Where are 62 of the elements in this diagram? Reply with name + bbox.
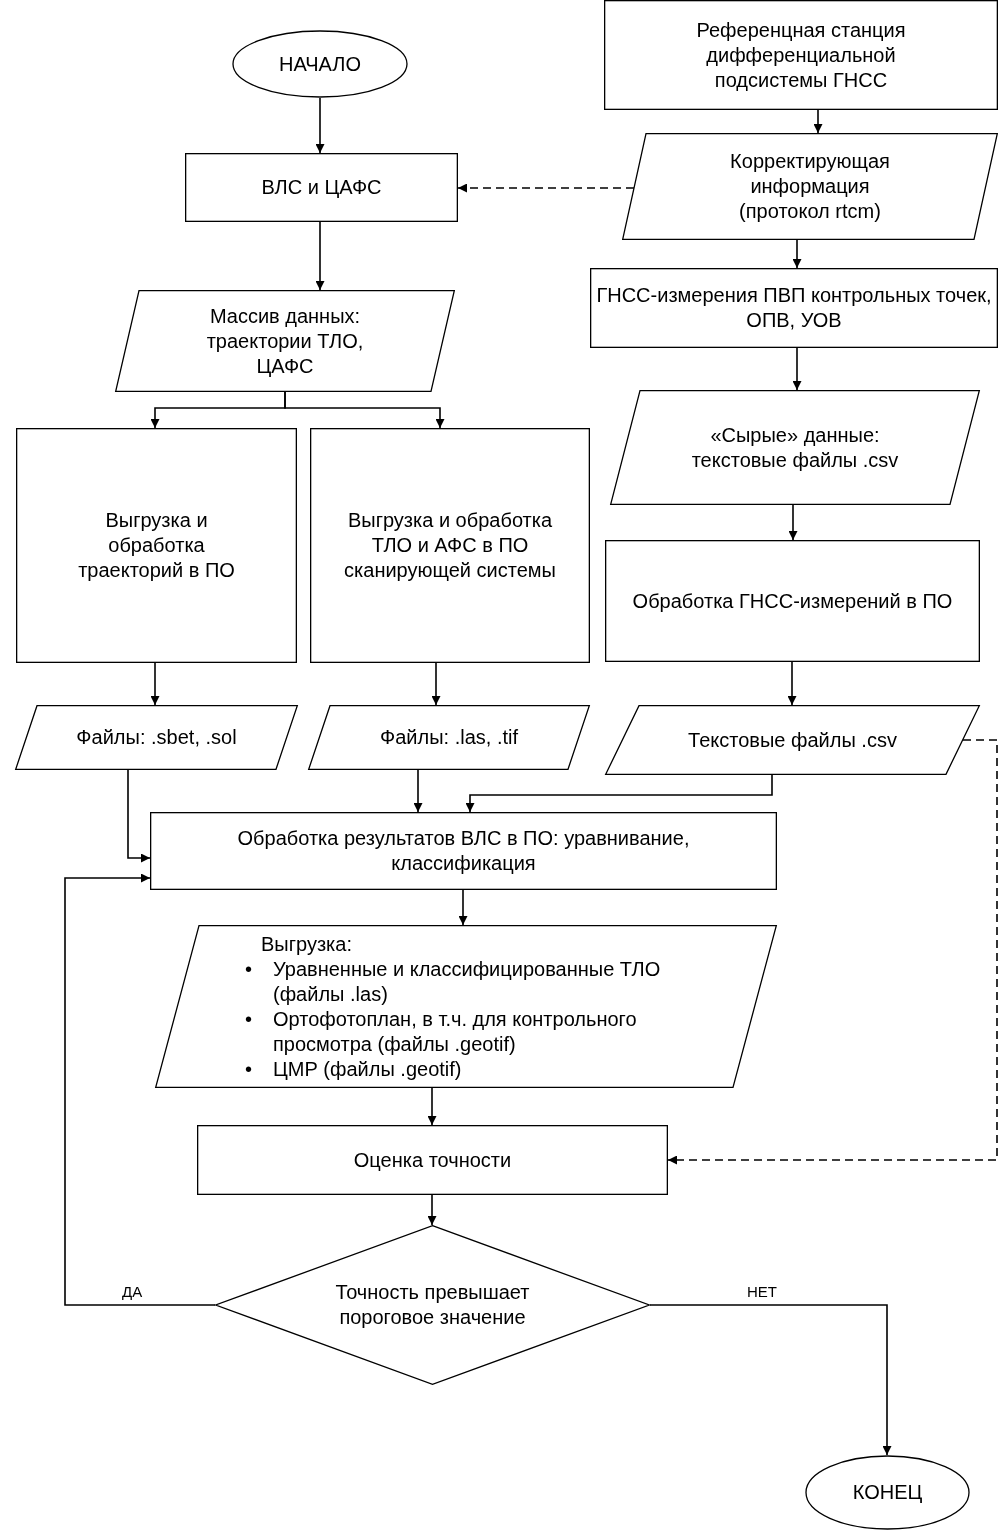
arrow: [649, 1304, 892, 1456]
arrow: [792, 239, 802, 269]
arrow: [413, 769, 423, 813]
arrow: [465, 774, 773, 813]
arrow: [787, 661, 797, 706]
arrow: [315, 221, 325, 291]
node-text: ВЛС и ЦАФС: [261, 175, 382, 200]
bullet: •: [245, 1056, 253, 1082]
process-box: [604, 0, 998, 110]
node-text: Обработка результатов ВЛС в ПО: уравнивание, классификация: [236, 826, 691, 876]
end-ellipse: [805, 1455, 970, 1530]
arrow: [813, 109, 823, 134]
arrow: [427, 1087, 437, 1126]
arrow: [788, 504, 798, 541]
list-item: Уравненные и классифицированные ТЛО (файлы .las): [273, 956, 662, 1007]
process-box: [605, 540, 980, 662]
arrow: [127, 769, 151, 863]
decision-diamond: [215, 1225, 650, 1385]
arrow: [64, 873, 216, 1306]
node-text: Текстовые файлы .csv: [688, 727, 897, 753]
data-parallelogram: [605, 705, 980, 775]
node-text: Точность превышает пороговое значение: [334, 1280, 531, 1330]
node-text: Выгрузка:: [260, 931, 352, 957]
node-text: Корректирующая информация (протокол rtcm): [729, 149, 891, 224]
list-item: ЦМР (файлы .geotif): [273, 1056, 462, 1082]
arrow: [458, 889, 468, 926]
process-box: [185, 153, 458, 222]
node-text: Оценка точности: [353, 1147, 512, 1173]
node-text: Выгрузка и обработка ТЛО и АФС в ПО сканирующей системы: [343, 508, 557, 583]
data-parallelogram: [622, 133, 998, 240]
process-box: [150, 812, 777, 890]
process-box: [590, 268, 998, 348]
node-text: ГНСС-измерения ПВП контрольных точек, ОПВ, УОВ: [595, 283, 993, 333]
arrow: [667, 739, 998, 1165]
node-text: Файлы: .sbet, .sol: [76, 725, 237, 750]
start-ellipse: [232, 30, 408, 98]
data-parallelogram: [115, 290, 455, 392]
list-item: Ортофотоплан, в т.ч. для контрольного просмотра (файлы .geotif): [273, 1006, 638, 1057]
data-parallelogram: [610, 390, 980, 505]
bullet: •: [245, 1006, 253, 1032]
process-box: [16, 428, 297, 663]
arrow: [150, 662, 160, 706]
arrow: [284, 391, 445, 429]
arrow: [431, 662, 441, 706]
bullet: •: [245, 956, 253, 982]
node-text: Референцная станция дифференциальной подсистемы ГНСС: [695, 17, 907, 93]
node-text: Массив данных: траектории ТЛО, ЦАФС: [205, 303, 365, 379]
data-parallelogram: [15, 705, 298, 770]
arrow: [457, 183, 635, 193]
node-text: «Сырые» данные: текстовые файлы .csv: [690, 422, 900, 473]
data-parallelogram: [308, 705, 590, 770]
arrow: [315, 97, 325, 154]
process-box: [197, 1125, 668, 1195]
process-box: [310, 428, 590, 663]
node-text: Файлы: .las, .tif: [380, 725, 518, 750]
arrow: [427, 1194, 437, 1226]
node-text: НАЧАЛО: [279, 51, 361, 77]
node-text: Обработка ГНСС-измерений в ПО: [632, 588, 953, 614]
data-parallelogram: [155, 925, 777, 1088]
node-text: КОНЕЦ: [852, 1480, 923, 1505]
node-text: Выгрузка и обработка траекторий в ПО: [77, 508, 236, 583]
arrow: [792, 347, 802, 391]
